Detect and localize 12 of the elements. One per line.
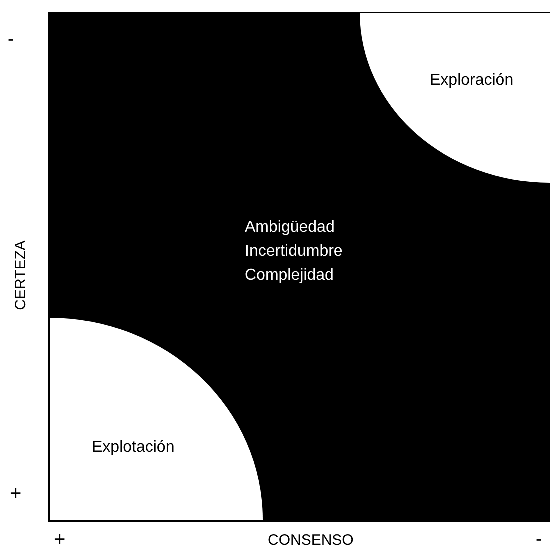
axis-label: + [54, 530, 66, 550]
axis-title: CONSENSO [268, 533, 354, 548]
region-label: Complejidad [245, 266, 335, 286]
region-label: Ambigüedad [245, 218, 336, 238]
axis-label: - [8, 30, 14, 48]
axis-title: CERTEZA [13, 240, 28, 310]
region-label: Exploración [430, 72, 514, 89]
region-label: Explotación [92, 439, 175, 456]
region-label: Incertidumbre [245, 242, 343, 262]
quadrant-panel [48, 12, 550, 522]
axis-label: + [10, 484, 22, 504]
axis-label: - [536, 530, 542, 548]
